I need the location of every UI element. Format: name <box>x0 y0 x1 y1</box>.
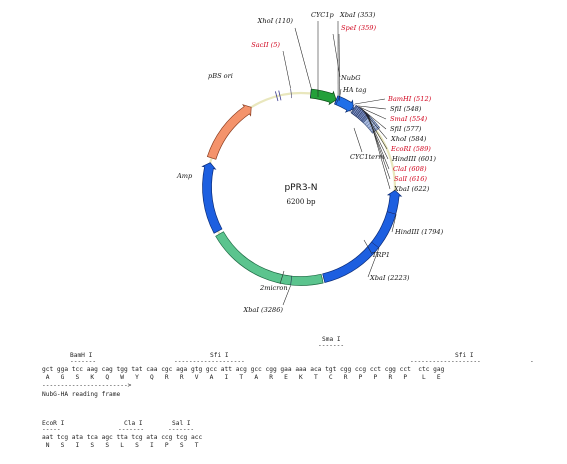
site-tick-xbai-353 <box>334 95 339 105</box>
mcs-stripe <box>351 105 358 114</box>
enzyme-label-smai: Sma I <box>322 336 341 343</box>
backbone-tick <box>278 90 282 101</box>
enzyme-label-bamhi: BamH I <box>70 352 93 359</box>
backbone-tick <box>274 91 279 102</box>
aa-sequence-line-2: N S I S S L S I P S T <box>42 442 199 449</box>
nubg-label-leader <box>332 33 341 78</box>
site-leader-bamhi-512 <box>354 98 386 105</box>
site-label-smai-554: SmaI (554) <box>390 115 428 123</box>
enzyme-underline-smai: ------- <box>318 342 344 349</box>
site-tick-hindiii-1794 <box>386 211 396 215</box>
site-label-sfii-577: SfiI (577) <box>390 125 422 133</box>
trp1-label-leader <box>363 239 373 255</box>
reading-frame-label: NubG-HA reading frame <box>42 391 121 398</box>
site-tick-spei-359 <box>335 96 340 105</box>
site-label-hindiii-601: HindIII (601) <box>391 155 436 163</box>
mcs-stripe <box>355 108 362 117</box>
site-label-xbai-2223: XbaI (2223) <box>369 274 410 282</box>
site-tick-sfii-548 <box>352 106 358 114</box>
site-label-sfii-548: SfiI (548) <box>390 105 422 113</box>
site-leader-xhoi-110 <box>294 27 312 89</box>
enzyme-underline-clai: ------- <box>118 426 144 433</box>
feature-arc-amp <box>201 162 223 234</box>
cyc1term-label: CYC1term <box>350 153 384 161</box>
site-tick-smai-554 <box>353 107 360 115</box>
site-leader-sali-616 <box>366 113 391 180</box>
site-tick-clai-608 <box>359 112 366 120</box>
dna-sequence-line-1: gct gga tcc aag cag tgg tat caa cgc aga … <box>42 366 445 373</box>
ha-tag-label-leader <box>338 88 342 102</box>
site-leader-sacii-5 <box>282 50 291 89</box>
enzyme-label-sfii-2: Sfi I <box>455 352 474 359</box>
site-label-hindiii-1794: HindIII (1794) <box>394 228 444 236</box>
trp1-label: TRP1 <box>372 251 390 259</box>
sequence-panel: BamH I ------- Sfi I -------------------… <box>42 336 534 449</box>
site-leader-xbai-2223 <box>367 247 380 278</box>
cyc1p-label: CYC1p <box>311 11 335 19</box>
feature-arc-trp1 <box>322 189 403 283</box>
site-leader-spei-359 <box>338 33 340 96</box>
site-tick-xhoi-110 <box>310 88 312 99</box>
site-tick-hindiii-601 <box>358 111 365 119</box>
enzyme-underline-sali: ------- <box>168 426 194 433</box>
mcs-stripe <box>357 110 364 118</box>
site-label-xbai-353: XbaI (353) <box>339 11 376 19</box>
enzyme-label-sali: Sal I <box>172 420 191 427</box>
site-label-clai-608: ClaI (608) <box>393 165 427 173</box>
site-tick-bamhi-512 <box>349 104 355 113</box>
reading-frame-arrow: -----------------------> <box>42 382 132 389</box>
pbs-ori-label: pBS ori <box>208 72 233 80</box>
plasmid-size: 6200 bp <box>286 198 316 206</box>
cyc1term-label-leader <box>353 127 363 153</box>
plasmid-name: pPR3-N <box>284 183 317 193</box>
plasmid-map: XhoI (110) SacII (5) XbaI (353) SpeI (359) B… <box>176 11 444 314</box>
site-tick-ecori-589 <box>357 110 364 118</box>
dna-sequence-line-2: aat tcg ata tca agc tta tcg ata ccg tcg … <box>42 434 202 441</box>
enzyme-label-clai: Cla I <box>124 420 143 427</box>
site-tick-sacii-5 <box>290 88 292 99</box>
site-leader-xbai-622 <box>368 114 391 190</box>
site-leader-xbai-3286 <box>282 285 291 306</box>
ha-tag-label: HA tag <box>342 86 366 94</box>
enzyme-underline-bamhi: ------- <box>70 358 96 365</box>
2micron-label-leader <box>279 270 285 285</box>
restriction-sites: XhoI (110) SacII (5) XbaI (353) SpeI (359) B… <box>243 11 444 314</box>
site-label-ecori-589: EcoRI (589) <box>390 145 431 153</box>
site-label-xhoi-584: XhoI (584) <box>390 135 427 143</box>
site-leader-hindiii-1794 <box>391 214 397 233</box>
enzyme-label-sfii-1: Sfi I <box>210 352 229 359</box>
feature-arc-cyc1p <box>309 88 337 106</box>
aa-sequence-line-1: A G S K Q W Y Q R R V A I T A R E K T C … <box>42 374 441 381</box>
site-tick-xbai-622 <box>361 114 369 122</box>
site-label-sacii-5: SacII (5) <box>251 41 280 49</box>
enzyme-underline-tail: - <box>530 358 534 365</box>
site-label-xbai-3286: XbaI (3286) <box>243 306 284 314</box>
site-label-sali-616: SalI (616) <box>394 175 427 183</box>
amp-label: Amp <box>176 172 193 180</box>
enzyme-underline-sfii-2: ------------------- <box>410 358 481 365</box>
feature-arc-2micron <box>215 231 324 286</box>
site-tick-sali-616 <box>360 113 368 121</box>
site-tick-sfii-577 <box>354 108 361 116</box>
feature-arc-pbs-ori <box>206 104 252 160</box>
site-tick-xbai-3286 <box>290 275 292 286</box>
enzyme-label-ecori: EcoR I <box>42 420 65 427</box>
site-label-spei-359: SpeI (359) <box>341 24 376 32</box>
site-leader-clai-608 <box>365 112 390 170</box>
feature-arc-nubg-ha <box>334 95 354 113</box>
nubg-label: NubG <box>340 74 361 82</box>
site-tick-xbai-2223 <box>371 241 379 248</box>
site-label-xbai-622: XbaI (622) <box>393 185 430 193</box>
site-label-xhoi-110: XhoI (110) <box>257 17 294 25</box>
2micron-label: 2micron <box>259 284 288 292</box>
site-leader-smai-554 <box>359 106 387 120</box>
site-tick-xhoi-584 <box>355 109 362 117</box>
site-label-bamhi-512: BamHI (512) <box>387 95 432 103</box>
site-leader-sfii-548 <box>357 105 387 110</box>
enzyme-underline-sfii-1: ------------------- <box>174 358 245 365</box>
enzyme-underline-ecori: ----- <box>42 426 61 433</box>
